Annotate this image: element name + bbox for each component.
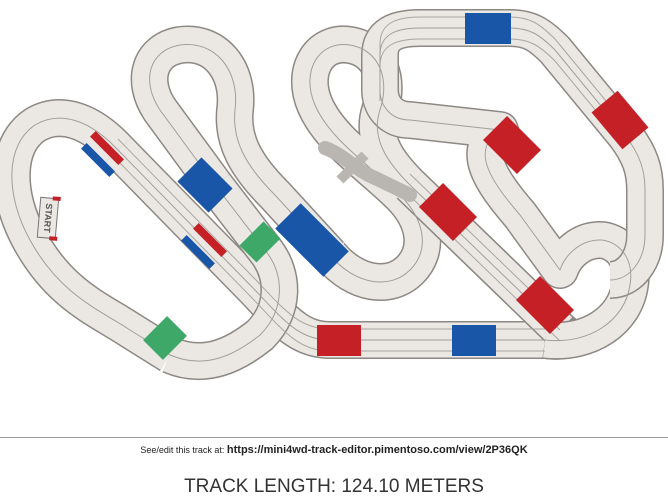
track-length-label: TRACK LENGTH: 124.10 METERS [184, 476, 484, 497]
red-section [317, 325, 361, 356]
green-section [239, 221, 281, 263]
blue-section [275, 203, 349, 277]
blue-section [452, 325, 496, 356]
share-line: See/edit this track at: https://mini4wd-… [0, 444, 668, 456]
red-lane-marker [90, 131, 124, 165]
track-canvas: START [0, 9, 664, 381]
red-section [483, 116, 541, 174]
red-section [591, 90, 649, 150]
footer-divider [0, 437, 668, 438]
start-marker-icon: START [36, 196, 61, 241]
bridge-crossover-icon [318, 141, 417, 202]
red-section [419, 183, 477, 241]
share-prefix: See/edit this track at: [140, 445, 225, 455]
blue-section [177, 157, 233, 213]
share-url-link[interactable]: https://mini4wd-track-editor.pimentoso.c… [226, 444, 528, 456]
green-section [143, 316, 187, 360]
blue-lane-marker [81, 143, 115, 177]
blue-lane-marker [181, 235, 215, 269]
start-label: START [42, 203, 55, 234]
blue-section [465, 13, 511, 44]
special-sections [81, 13, 649, 360]
red-lane-marker [193, 223, 227, 257]
red-section [516, 276, 574, 334]
